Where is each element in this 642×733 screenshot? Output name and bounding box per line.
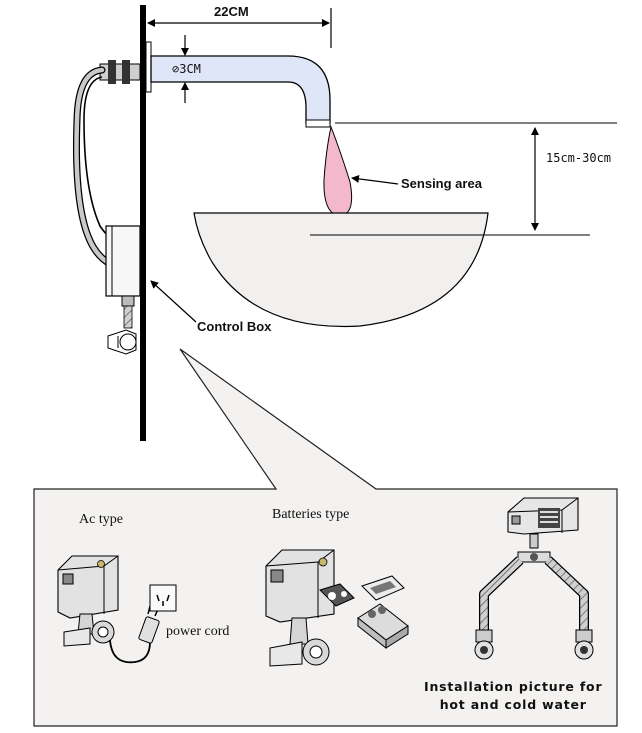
wall-connector (99, 60, 141, 84)
mounting-plate (145, 41, 152, 93)
spout-sensor-tip (305, 119, 331, 128)
installation-caption: Installation picture for hot and cold wa… (424, 678, 602, 714)
width-dimension-label: 22CM (214, 4, 249, 19)
hose-cable-inner (74, 67, 135, 273)
sensing-area-drop (323, 125, 353, 217)
hot-cold-control-box (507, 497, 579, 535)
valve-left (474, 629, 494, 660)
diameter-dimension-label: ⊘3CM (172, 62, 201, 76)
sensing-area-label: Sensing area (401, 176, 482, 191)
sensing-area-pointer (351, 174, 399, 185)
basin (193, 212, 489, 328)
power-cord-label: power cord (166, 624, 230, 639)
power-wire (83, 76, 115, 239)
battery-pack (357, 603, 409, 650)
batteries-type-unit (265, 549, 355, 667)
height-range-label: 15cm-30cm (546, 151, 612, 165)
ac-type-label: Ac type (79, 512, 123, 527)
inset-callout-panel (33, 348, 618, 727)
ac-power-cord (109, 639, 151, 664)
hose-right-braid (545, 557, 588, 636)
installation-caption-line1: Installation picture for (424, 679, 603, 694)
battery-cover (361, 575, 405, 601)
power-socket (149, 584, 177, 612)
ac-type-unit (57, 555, 119, 647)
diameter-symbol: ⊘ (172, 62, 180, 76)
control-box (105, 225, 141, 355)
wall (140, 5, 146, 441)
control-box-pointer (150, 280, 197, 323)
control-box-label: Control Box (197, 319, 272, 334)
valve-right (574, 629, 594, 660)
diameter-value: 3CM (179, 62, 201, 76)
hose-left-braid (480, 557, 523, 636)
batteries-type-label: Batteries type (272, 507, 350, 522)
installation-caption-line2: hot and cold water (439, 697, 587, 712)
